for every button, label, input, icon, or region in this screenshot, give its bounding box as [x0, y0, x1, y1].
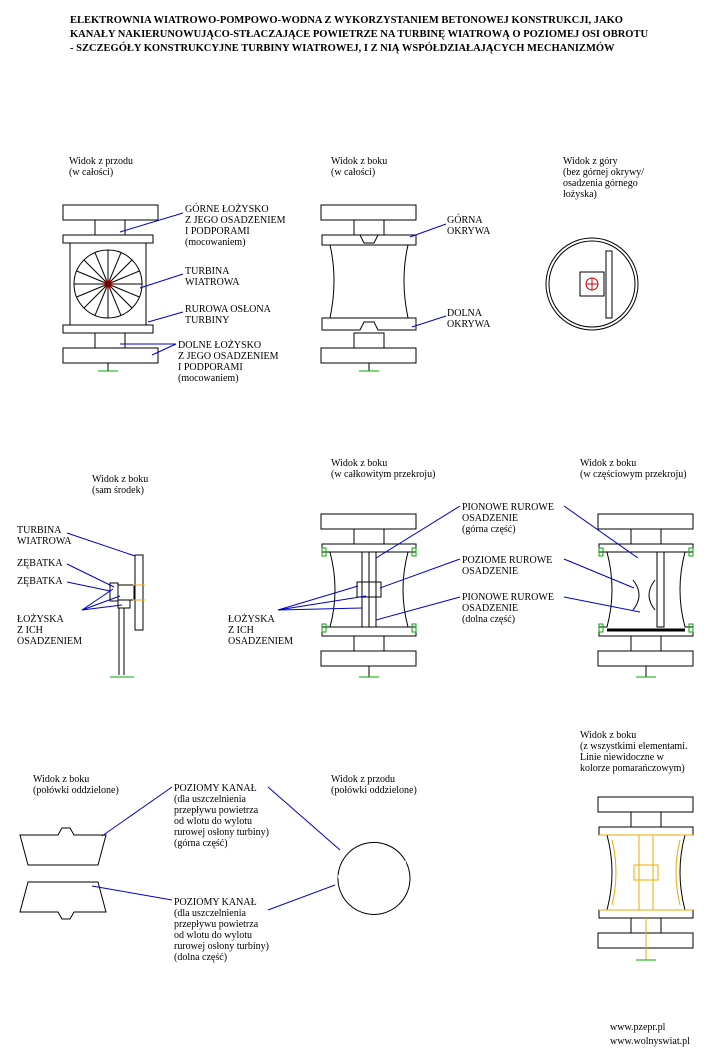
footer-url-1[interactable]: www.pzepr.pl	[610, 1022, 666, 1033]
side-view-halves	[19, 827, 107, 920]
upper-half	[19, 827, 107, 866]
label-upper-cover: GÓRNA OKRYWA	[447, 215, 491, 237]
title-line-2: KANAŁY NAKIERUNOWUJĄCO-STŁACZAJĄCE POWIE…	[70, 29, 649, 40]
label-lower-bearing: DOLNE ŁOŻYSKO Z JEGO OSADZENIEM I PODPOR…	[178, 340, 279, 384]
upper-bearing-plate	[62, 204, 159, 221]
turbine-blade	[83, 259, 109, 285]
top-view	[545, 237, 639, 331]
label-channel-upper: POZIOMY KANAŁ (dla uszczelnienia przepły…	[174, 783, 269, 849]
leader-lines	[66, 212, 641, 911]
turbine-blade	[107, 283, 122, 316]
turbine-blade	[94, 252, 109, 285]
footer-url-2[interactable]: www.wolnyswiat.pl	[610, 1036, 690, 1047]
side-view-partial-section	[597, 513, 694, 678]
title-line-1: ELEKTROWNIA WIATROWO-POMPOWO-WODNA Z WYK…	[70, 15, 623, 26]
label-horizontal: POZIOME RUROWE OSADZENIE	[462, 555, 553, 577]
label-vertical-lower: PIONOWE RUROWE OSADZENIE (dolna część)	[462, 592, 554, 625]
label-gear-2: ZĘBATKA	[17, 576, 63, 587]
caption-side-partial-section: Widok z boku (w częściowym przekroju)	[580, 458, 687, 480]
page-title: ELEKTROWNIA WIATROWO-POMPOWO-WODNA Z WYK…	[70, 14, 710, 56]
side-body	[321, 234, 417, 331]
caption-side-whole: Widok z boku (w całości)	[331, 156, 388, 178]
label-vertical-upper: PIONOWE RUROWE OSADZENIE (górna część)	[462, 502, 554, 535]
caption-side-middle: Widok z boku (sam środek)	[92, 474, 149, 496]
caption-side-full-section: Widok z boku (w całkowitym przekroju)	[331, 458, 436, 480]
label-turbine: TURBINA WIATROWA	[185, 266, 240, 288]
turbine-blade	[107, 252, 122, 285]
lower-half	[19, 881, 107, 920]
label-bearings-left: ŁOŻYSKA Z ICH OSADZENIEM	[17, 614, 82, 647]
label-gear-1: ZĘBATKA	[17, 558, 63, 569]
front-view-halves	[337, 841, 411, 915]
label-bearings-mid: ŁOŻYSKA Z ICH OSADZENIEM	[228, 614, 293, 647]
side-view-full-section	[320, 513, 417, 678]
label-upper-bearing: GÓRNE ŁOŻYSKO Z JEGO OSADZENIEM I PODPOR…	[185, 204, 286, 248]
side-view-middle	[109, 554, 145, 678]
label-channel-lower: POZIOMY KANAŁ (dla uszczelnienia przepły…	[174, 897, 269, 963]
turbine-blade	[83, 283, 109, 309]
caption-top: Widok z góry (bez górnej okrywy/ osadzen…	[563, 156, 645, 200]
lower-bearing-plate	[62, 347, 159, 364]
label-turbine-2: TURBINA WIATROWA	[17, 525, 72, 547]
turbine-blade	[76, 270, 109, 285]
caption-front-whole: Widok z przodu (w całości)	[69, 156, 134, 178]
turbine-blade	[107, 270, 140, 285]
turbine-blade	[107, 283, 140, 298]
caption-side-all: Widok z boku (z wszystkimi elementami. L…	[580, 730, 688, 774]
side-view-all-elements	[597, 796, 694, 961]
turbine-blade	[94, 283, 109, 316]
side-view-whole	[320, 204, 417, 372]
turbine-blade	[107, 259, 133, 285]
turbine-blade	[76, 283, 109, 298]
caption-front-halves: Widok z przodu (połówki oddzielone)	[331, 774, 417, 796]
label-lower-cover: DOLNA OKRYWA	[447, 308, 491, 330]
title-line-3: - SZCZEGÓŁY KONSTRUKCYJNE TURBINY WIATRO…	[70, 43, 615, 54]
caption-side-halves: Widok z boku (połówki oddzielone)	[33, 774, 119, 796]
front-view-whole	[62, 204, 159, 372]
label-pipe-cover: RUROWA OSŁONA TURBINY	[185, 304, 271, 326]
turbine-blade	[107, 283, 133, 309]
